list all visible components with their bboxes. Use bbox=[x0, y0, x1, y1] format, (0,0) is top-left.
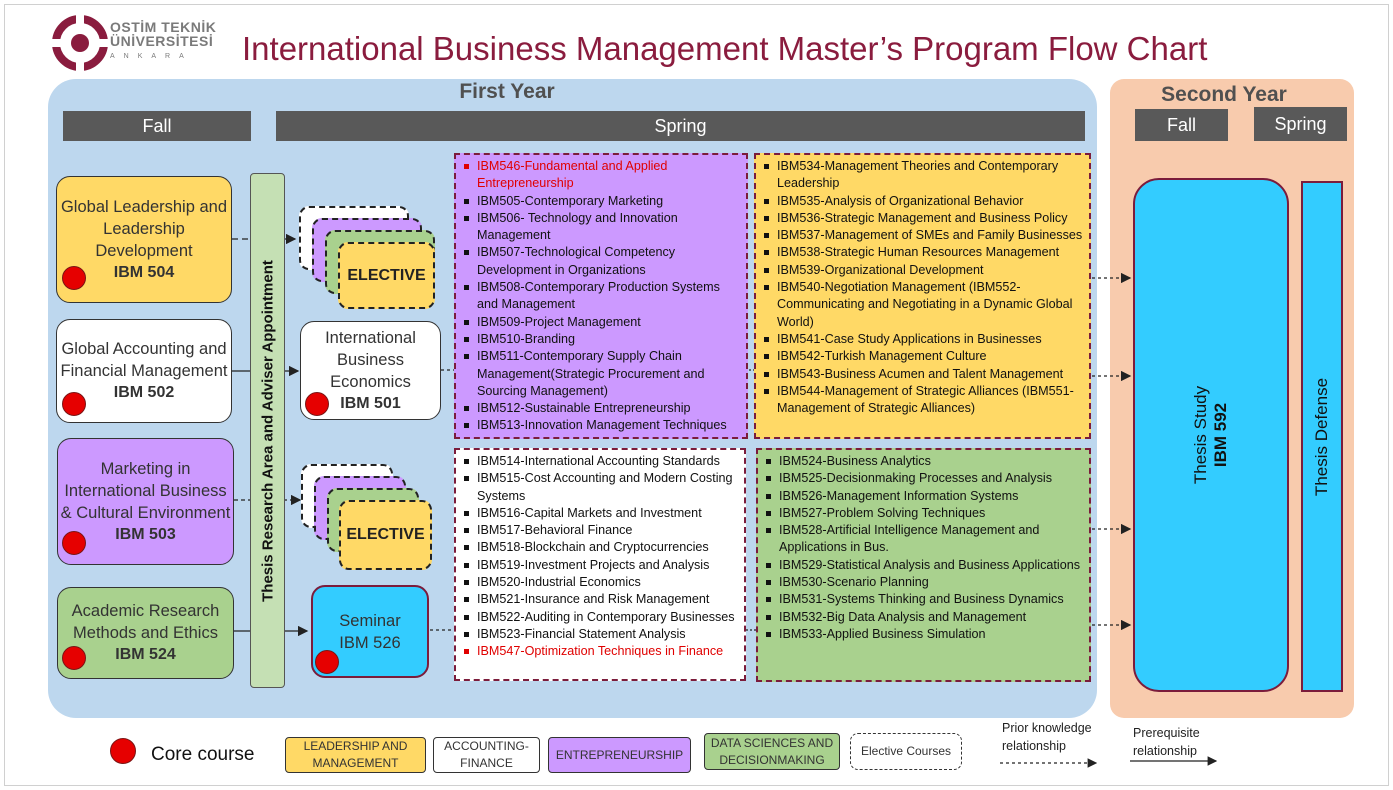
course-list-item: IBM532-Big Data Analysis and Management bbox=[764, 609, 1085, 626]
course-list-item: IBM523-Financial Statement Analysis bbox=[462, 626, 740, 643]
course-list-item: IBM506- Technology and Innovation Manage… bbox=[462, 210, 742, 245]
core-course-dot bbox=[62, 531, 86, 555]
course-list-item: IBM534-Management Theories and Contempor… bbox=[762, 158, 1085, 193]
legend-accounting: ACCOUNTING-FINANCE bbox=[433, 737, 540, 773]
course-list-item: IBM542-Turkish Management Culture bbox=[762, 348, 1085, 365]
course-list-item: IBM537-Management of SMEs and Family Bus… bbox=[762, 227, 1085, 244]
course-list-item: IBM514-International Accounting Standard… bbox=[462, 453, 740, 470]
core-course-dot bbox=[62, 266, 86, 290]
course-list-item: IBM535-Analysis of Organizational Behavi… bbox=[762, 193, 1085, 210]
second-year-fall-header: Fall bbox=[1135, 109, 1228, 141]
core-course-dot bbox=[62, 646, 86, 670]
course-list-item: IBM518-Blockchain and Cryptocurrencies bbox=[462, 539, 740, 556]
course-list-item: IBM529-Statistical Analysis and Business… bbox=[764, 557, 1085, 574]
course-list-item: IBM546-Fundamental and Applied Entrepren… bbox=[462, 158, 742, 193]
first-year-spring-header: Spring bbox=[276, 111, 1085, 141]
university-logo-icon bbox=[52, 15, 108, 71]
course-list-item: IBM521-Insurance and Risk Management bbox=[462, 591, 740, 608]
course-list-item: IBM547-Optimization Techniques in Financ… bbox=[462, 643, 740, 660]
thesis-study-box[interactable]: Thesis Study IBM 592 bbox=[1133, 178, 1289, 692]
course-list-item: IBM533-Applied Business Simulation bbox=[764, 626, 1085, 643]
page-title: International Business Management Master… bbox=[242, 30, 1208, 67]
course-ibm-503[interactable]: Marketing in International Business & Cu… bbox=[57, 438, 234, 565]
first-year-label: First Year bbox=[459, 80, 555, 103]
leadership-course-list: IBM534-Management Theories and Contempor… bbox=[754, 153, 1091, 439]
core-course-dot bbox=[305, 392, 329, 416]
course-list-item: IBM539-Organizational Development bbox=[762, 262, 1085, 279]
course-list-item: IBM541-Case Study Applications in Busine… bbox=[762, 331, 1085, 348]
legend-prior-label: Prior knowledge relationship bbox=[1002, 721, 1092, 753]
course-list-item: IBM528-Artificial Intelligence Managemen… bbox=[764, 522, 1085, 557]
course-list-item: IBM510-Branding bbox=[462, 331, 742, 348]
course-ibm-524[interactable]: Academic Research Methods and Ethics IBM… bbox=[57, 587, 234, 679]
course-list-item: IBM526-Management Information Systems bbox=[764, 488, 1085, 505]
course-list-item: IBM511-Contemporary Supply Chain Managem… bbox=[462, 348, 742, 400]
course-list-item: IBM513-Innovation Management Techniques bbox=[462, 417, 742, 434]
university-name: OSTİM TEKNİK ÜNİVERSİTESİ ANKARA bbox=[110, 19, 217, 60]
second-year-label: Second Year bbox=[1161, 83, 1287, 106]
course-list-item: IBM517-Behavioral Finance bbox=[462, 522, 740, 539]
legend-core-label: Core course bbox=[151, 744, 255, 765]
course-list-item: IBM525-Decisionmaking Processes and Anal… bbox=[764, 470, 1085, 487]
course-list-item: IBM516-Capital Markets and Investment bbox=[462, 505, 740, 522]
course-list-item: IBM540-Negotiation Management (IBM552-Co… bbox=[762, 279, 1085, 331]
thesis-research-bar: Thesis Research Area and Adviser Appoint… bbox=[250, 173, 285, 688]
course-list-item: IBM527-Problem Solving Techniques bbox=[764, 505, 1085, 522]
course-list-item: IBM520-Industrial Economics bbox=[462, 574, 740, 591]
course-list-item: IBM522-Auditing in Contemporary Business… bbox=[462, 609, 740, 626]
elective-box-2[interactable]: ELECTIVE bbox=[339, 500, 432, 570]
core-course-dot bbox=[62, 392, 86, 416]
course-list-item: IBM507-Technological Competency Developm… bbox=[462, 244, 742, 279]
course-list-item: IBM544-Management of Strategic Alliances… bbox=[762, 383, 1085, 418]
second-year-spring-header: Spring bbox=[1254, 107, 1347, 141]
legend-prereq-label: Prerequisite relationship bbox=[1133, 726, 1200, 758]
course-list-item: IBM536-Strategic Management and Business… bbox=[762, 210, 1085, 227]
thesis-defense-box[interactable]: Thesis Defense bbox=[1301, 181, 1343, 692]
entrepreneurship-course-list: IBM546-Fundamental and Applied Entrepren… bbox=[454, 153, 748, 439]
legend-datasci: DATA SCIENCES AND DECISIONMAKING bbox=[704, 733, 840, 770]
course-list-item: IBM531-Systems Thinking and Business Dyn… bbox=[764, 591, 1085, 608]
course-list-item: IBM512-Sustainable Entrepreneurship bbox=[462, 400, 742, 417]
accounting-course-list: IBM514-International Accounting Standard… bbox=[454, 448, 746, 681]
course-list-item: IBM508-Contemporary Production Systems a… bbox=[462, 279, 742, 314]
course-list-item: IBM509-Project Management bbox=[462, 314, 742, 331]
legend-entrepreneurship: ENTREPRENEURSHIP bbox=[548, 737, 691, 773]
legend-elective: Elective Courses bbox=[850, 733, 962, 770]
elective-box-1[interactable]: ELECTIVE bbox=[338, 242, 435, 309]
core-course-dot bbox=[315, 650, 339, 674]
course-list-item: IBM505-Contemporary Marketing bbox=[462, 193, 742, 210]
course-list-item: IBM524-Business Analytics bbox=[764, 453, 1085, 470]
course-list-item: IBM519-Investment Projects and Analysis bbox=[462, 557, 740, 574]
first-year-fall-header: Fall bbox=[63, 111, 251, 141]
course-list-item: IBM538-Strategic Human Resources Managem… bbox=[762, 244, 1085, 261]
slide-frame bbox=[4, 4, 1389, 786]
course-list-item: IBM543-Business Acumen and Talent Manage… bbox=[762, 366, 1085, 383]
legend-leadership: LEADERSHIP AND MANAGEMENT bbox=[285, 737, 426, 773]
course-list-item: IBM530-Scenario Planning bbox=[764, 574, 1085, 591]
course-list-item: IBM515-Cost Accounting and Modern Costin… bbox=[462, 470, 740, 505]
legend-core-dot bbox=[110, 738, 136, 764]
